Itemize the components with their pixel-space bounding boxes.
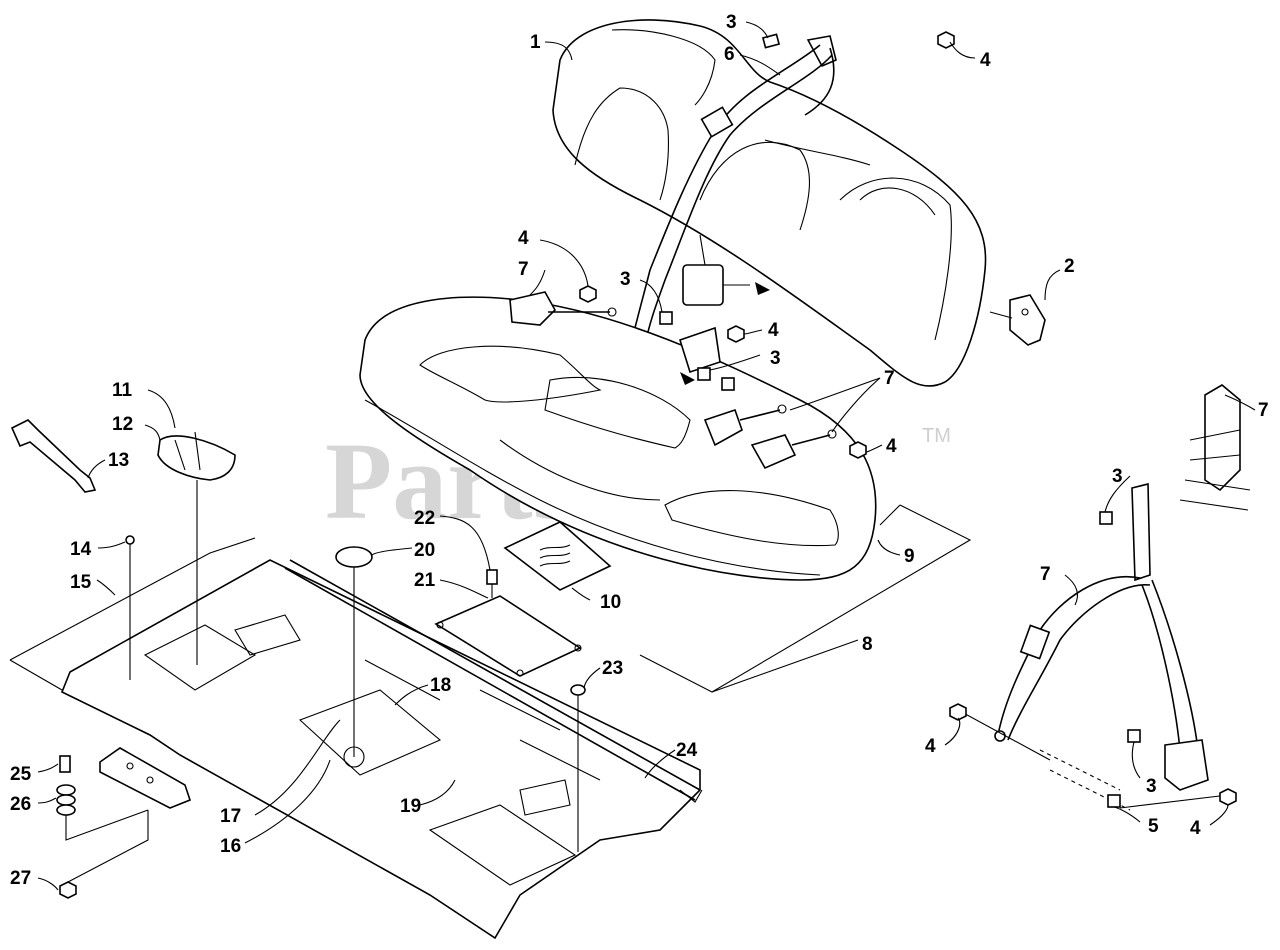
- bolt-25[interactable]: [59, 755, 71, 773]
- nut-4-left[interactable]: [579, 285, 597, 303]
- callout-25: 25: [10, 764, 32, 785]
- nut-4-bottom-right[interactable]: [1219, 788, 1237, 806]
- callout-19: 19: [400, 796, 421, 817]
- callout-24: 24: [676, 740, 698, 761]
- leader-lines: [37, 21, 1256, 891]
- bolt-3-mid[interactable]: [697, 367, 711, 381]
- callout-4: 4: [925, 736, 936, 757]
- wrench-tool[interactable]: [10, 419, 97, 493]
- bolt-5[interactable]: [1107, 794, 1121, 808]
- bolt-3-left[interactable]: [659, 311, 673, 325]
- callout-3: 3: [1146, 776, 1157, 797]
- callout-13: 13: [108, 450, 129, 471]
- seat-back[interactable]: [552, 19, 987, 387]
- callout-11: 11: [112, 380, 133, 401]
- bolt-3-right-lower[interactable]: [1127, 729, 1141, 743]
- nut-4-mid[interactable]: [727, 325, 745, 343]
- callout-12: 12: [112, 414, 133, 435]
- callout-8: 8: [862, 634, 873, 655]
- watermark-trademark: TM: [922, 425, 951, 447]
- seat-pad[interactable]: [503, 521, 612, 591]
- floor-panel-outline: [9, 537, 256, 691]
- access-cover-plate[interactable]: [434, 595, 582, 677]
- callout-26: 26: [10, 794, 31, 815]
- callout-23: 23: [602, 658, 623, 679]
- seat-cushion[interactable]: [359, 296, 877, 581]
- mount-bracket[interactable]: [99, 747, 191, 809]
- callout-3: 3: [620, 269, 631, 290]
- callout-15: 15: [70, 572, 92, 593]
- callout-4: 4: [980, 50, 991, 71]
- callout-6: 6: [724, 44, 735, 65]
- callout-20: 20: [414, 540, 435, 561]
- callout-16: 16: [220, 836, 241, 857]
- callout-7: 7: [1258, 400, 1269, 421]
- seat-back-bracket[interactable]: [989, 294, 1046, 346]
- cup-holder-strap[interactable]: [157, 431, 236, 665]
- callout-27: 27: [10, 868, 31, 889]
- right-shoulder-belt[interactable]: [994, 482, 1209, 791]
- callout-3: 3: [726, 12, 737, 33]
- callout-9: 9: [904, 546, 915, 567]
- upper-shoulder-belt[interactable]: [631, 35, 837, 346]
- callout-17: 17: [220, 806, 241, 827]
- callout-4: 4: [518, 228, 529, 249]
- right-upper-anchor[interactable]: [1179, 384, 1251, 511]
- lap-belt-buckle-center[interactable]: [703, 404, 837, 470]
- center-anchor-bracket[interactable]: [679, 326, 721, 385]
- nut-27[interactable]: [59, 809, 149, 899]
- callout-14: 14: [70, 539, 92, 560]
- callout-10: 10: [600, 592, 621, 613]
- cover-fastener[interactable]: [486, 569, 498, 598]
- callout-3: 3: [770, 348, 781, 369]
- callout-5: 5: [1148, 816, 1159, 837]
- callout-22: 22: [414, 508, 435, 529]
- bolt-3-mid2[interactable]: [721, 377, 735, 391]
- nut-4-top[interactable]: [937, 31, 955, 49]
- floor-plug[interactable]: [335, 546, 373, 757]
- belt-retractor[interactable]: [682, 234, 770, 306]
- callout-7: 7: [884, 368, 895, 389]
- washers-26[interactable]: [56, 784, 76, 816]
- bolt-3-top[interactable]: [761, 33, 781, 49]
- callout-4: 4: [886, 436, 897, 457]
- nut-4-right-lower[interactable]: [949, 703, 967, 721]
- callout-4: 4: [1190, 818, 1201, 839]
- callout-21: 21: [414, 570, 436, 591]
- callout-labels: 1 2 3 3 3 3 3 4 4 4 4 4 4 5 6 7 7 7 7 8 …: [10, 12, 1269, 889]
- callout-7: 7: [1040, 564, 1051, 585]
- callout-1: 1: [530, 32, 541, 53]
- lap-belt-buckle-left[interactable]: [509, 291, 617, 326]
- callout-7: 7: [518, 259, 529, 280]
- seat-assembly-outline: [639, 504, 972, 693]
- nut-4-right[interactable]: [849, 441, 867, 459]
- grommet[interactable]: [570, 684, 586, 852]
- callout-18: 18: [430, 675, 451, 696]
- screw-14[interactable]: [125, 535, 135, 680]
- trim-strip[interactable]: [284, 559, 703, 803]
- callout-4: 4: [768, 320, 779, 341]
- floor-panel[interactable]: [60, 559, 701, 940]
- callout-3: 3: [1112, 466, 1123, 487]
- bolt-3-right[interactable]: [1099, 511, 1113, 525]
- callout-2: 2: [1064, 256, 1075, 277]
